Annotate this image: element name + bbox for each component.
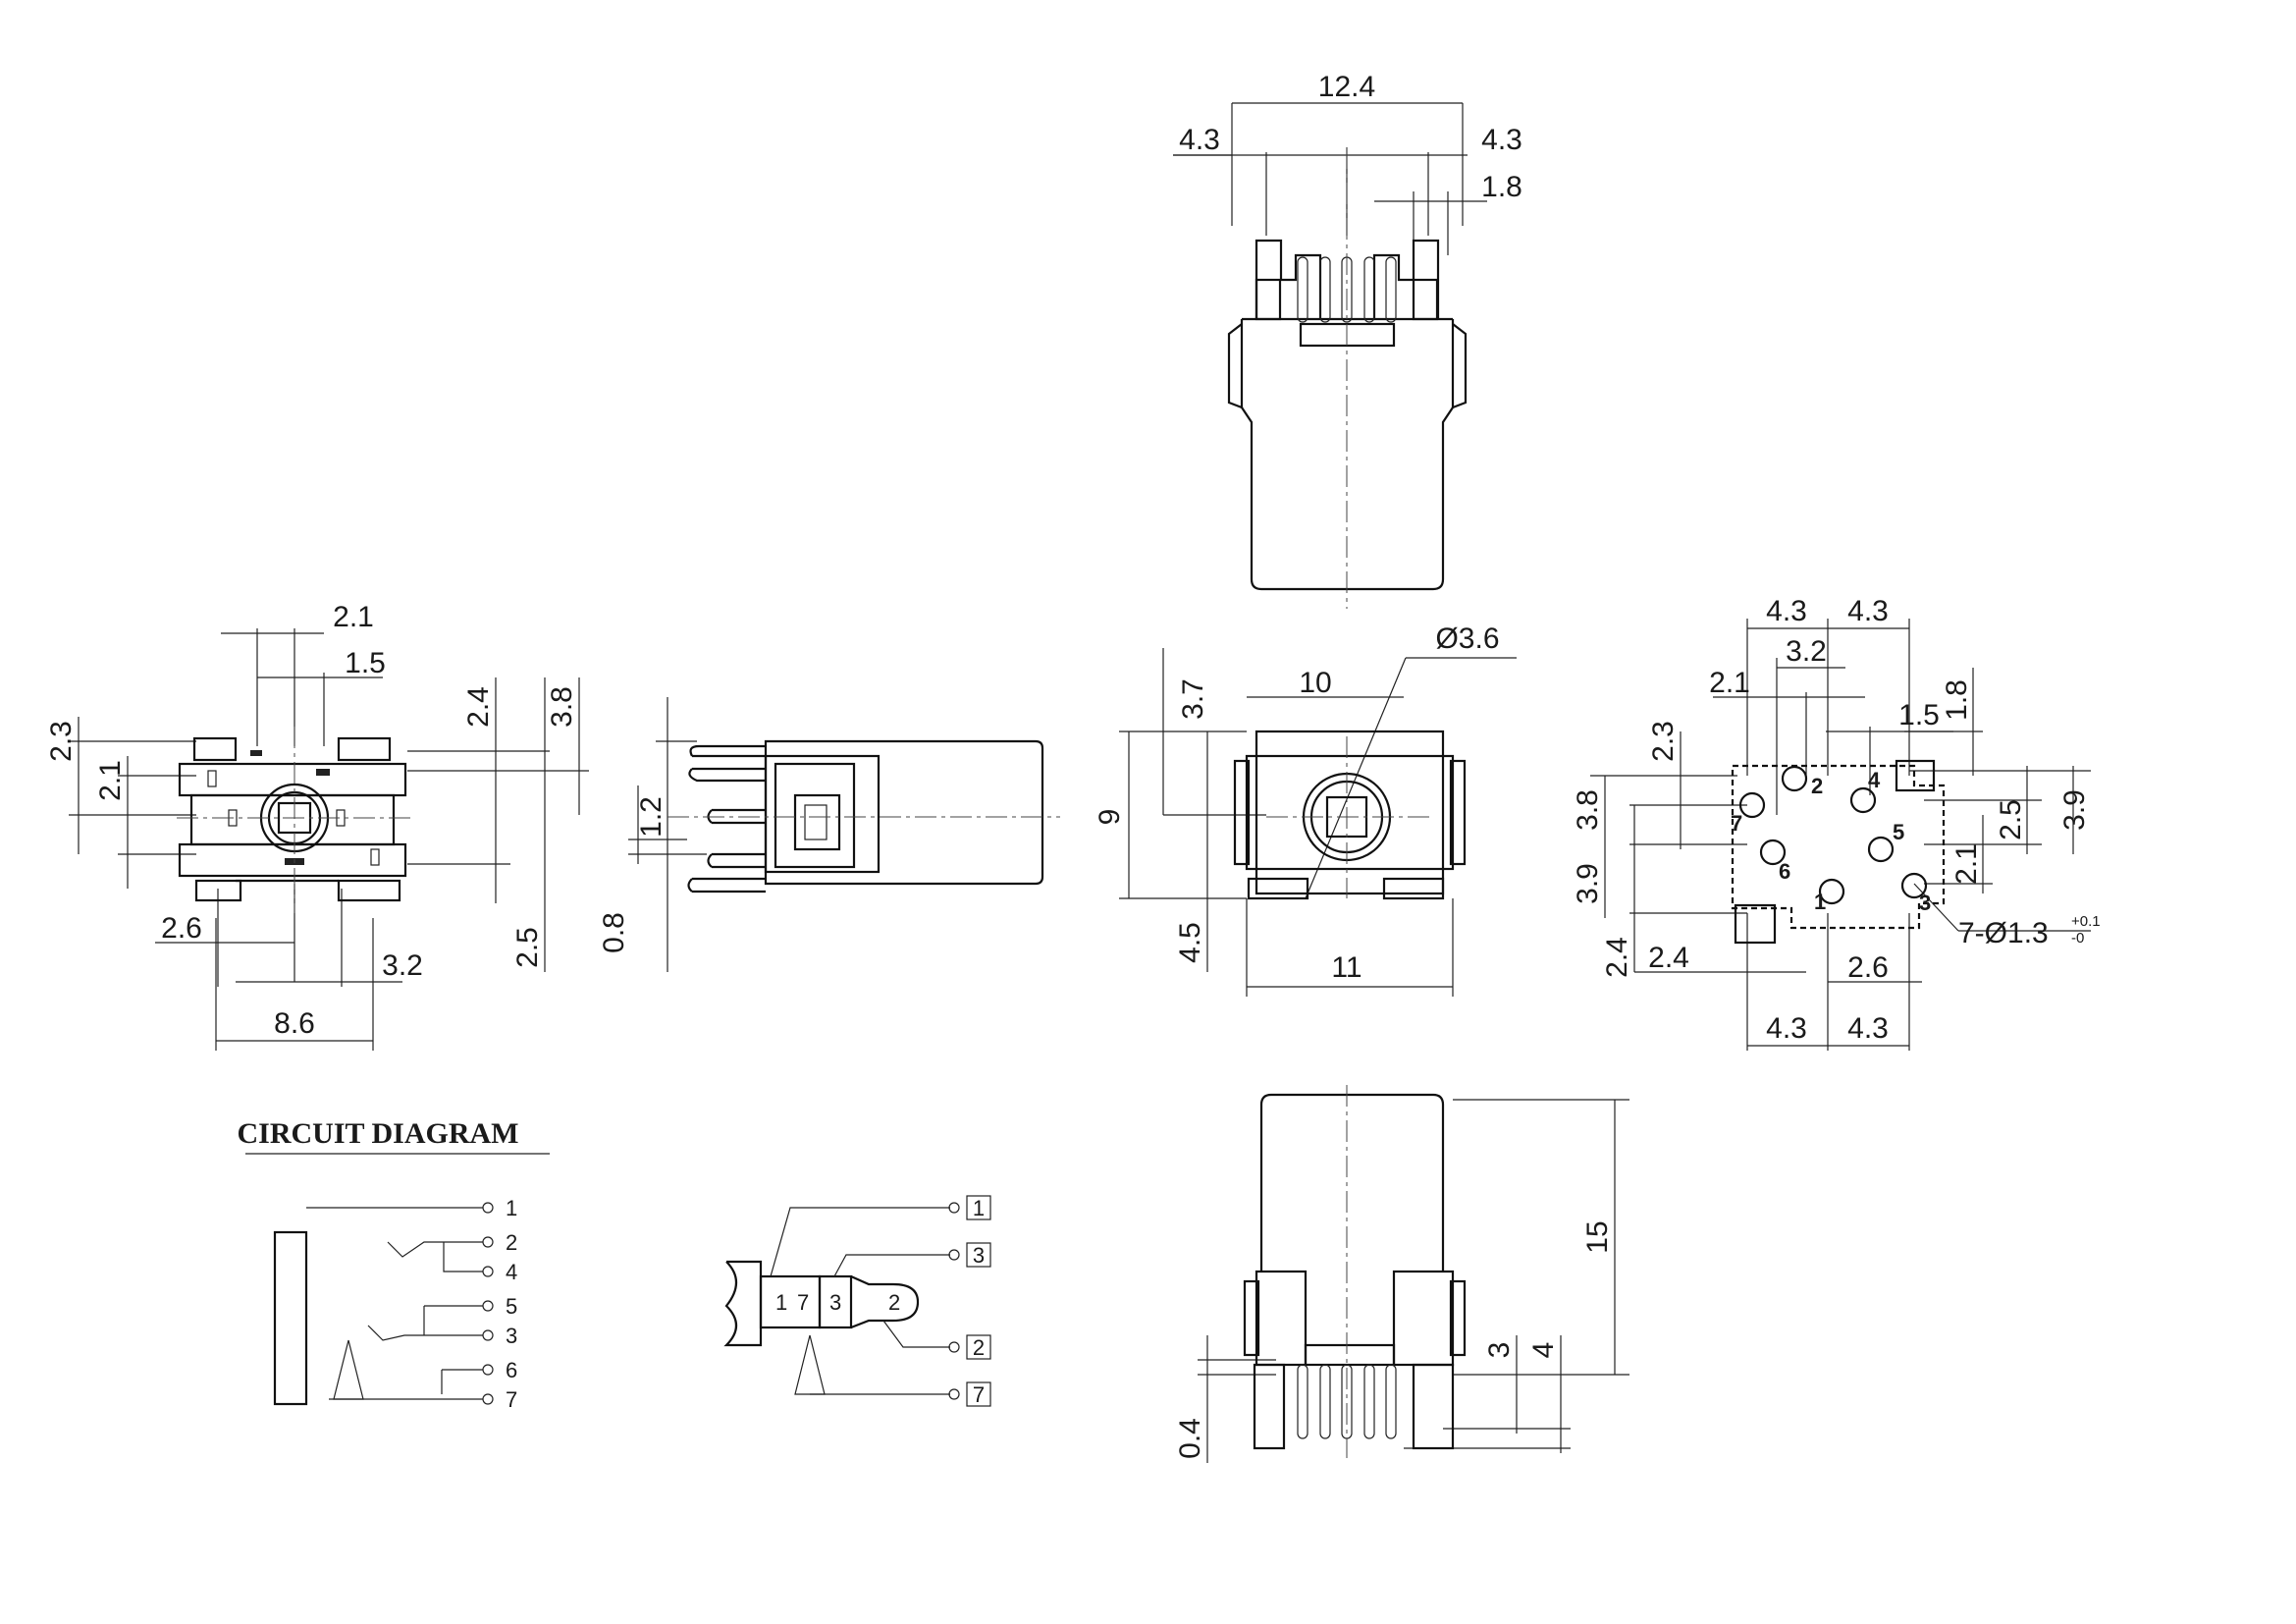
schem-pin-5: 5 — [506, 1294, 517, 1319]
circuit-title: CIRCUIT DIAGRAM — [238, 1117, 519, 1150]
dim-outer-width: 11 — [1331, 951, 1362, 984]
dim-bottom-right: 3.2 — [382, 949, 423, 982]
dim-pin-pitch: 1.8 — [1481, 171, 1522, 203]
pin-4-label: 4 — [1868, 768, 1881, 792]
dim-top-mid: 3.2 — [1786, 635, 1827, 668]
dim-height: 9 — [1094, 809, 1126, 826]
pin-3-label: 3 — [1919, 891, 1931, 915]
dim-bot-left: 4.3 — [1766, 1012, 1807, 1045]
dim-right-x: 1.5 — [1898, 699, 1940, 731]
plug-term-3: 3 — [973, 1243, 985, 1268]
dim-top-right: 4.3 — [1847, 595, 1889, 627]
top-view: 12.4 4.3 4.3 1.8 — [1173, 71, 1522, 609]
rear-view: 10 Ø3.6 9 3.7 4.5 11 — [1094, 623, 1517, 997]
dim-v23: 2.3 — [1647, 721, 1680, 762]
dim-left-offset: 4.3 — [1179, 124, 1220, 156]
dim-r39: 3.9 — [2058, 789, 2091, 831]
dim-v39: 3.9 — [1572, 863, 1604, 904]
plug-seg-2: 2 — [888, 1290, 900, 1315]
schem-pin-2: 2 — [506, 1230, 517, 1255]
dim-top-h: 3.7 — [1177, 678, 1209, 720]
dim-top-sub: 1.5 — [345, 647, 386, 679]
dim-pin-len: 3 — [1483, 1342, 1516, 1359]
front-view: 2.1 1.5 2.3 2.1 2.4 3.8 2.5 2.6 3.2 8.6 — [45, 601, 589, 1051]
dim-hole-dia: Ø3.6 — [1435, 623, 1499, 655]
dim-right-h2: 3.8 — [546, 686, 578, 728]
dim-v24: 2.4 — [1601, 937, 1633, 978]
pin-6-label: 6 — [1779, 859, 1790, 884]
dim-bottom-h: 4.5 — [1174, 922, 1206, 963]
dim-length: 15 — [1581, 1220, 1614, 1253]
hole-note: 7-Ø1.3 — [1958, 917, 2049, 949]
schem-pin-7: 7 — [506, 1387, 517, 1412]
circuit-diagram: CIRCUIT DIAGRAM 1 2 4 5 3 6 7 1 7 3 — [238, 1117, 991, 1412]
dim-bottom-left: 2.6 — [161, 912, 202, 945]
dim-right-h3: 2.5 — [511, 927, 544, 968]
dim-left-h2: 2.1 — [94, 760, 127, 801]
dim-right-v: 1.8 — [1941, 679, 1973, 721]
dim-right-offset: 4.3 — [1481, 124, 1522, 156]
schem-pin-1: 1 — [506, 1196, 517, 1220]
dim-top-width: 2.1 — [333, 601, 374, 633]
tol-lower: -0 — [2071, 930, 2084, 947]
dim-bottom-width: 8.6 — [274, 1007, 315, 1040]
dim-r25: 2.5 — [1995, 799, 2027, 840]
dim-top-left: 4.3 — [1766, 595, 1807, 627]
tol-upper: +0.1 — [2071, 913, 2101, 930]
dim-h26: 2.6 — [1847, 951, 1889, 984]
dim-bot-right: 4.3 — [1847, 1012, 1889, 1045]
bottom-view: 15 3 4 0.4 — [1174, 1085, 1629, 1463]
pin-1-label: 1 — [1814, 890, 1826, 914]
dim-h24: 2.4 — [1648, 942, 1689, 974]
dim-pin-gap: 1.2 — [635, 796, 667, 838]
dim-right-h1: 2.4 — [462, 686, 495, 728]
pin-7-label: 7 — [1731, 811, 1742, 836]
plug-term-2: 2 — [973, 1335, 985, 1360]
dim-offset: 0.4 — [1174, 1418, 1206, 1459]
pin-5-label: 5 — [1893, 820, 1904, 844]
dim-pin-thickness: 0.8 — [598, 912, 630, 953]
side-view: 1.2 0.8 — [598, 697, 1060, 972]
plug-seg-3: 3 — [829, 1290, 841, 1315]
schem-pin-3: 3 — [506, 1324, 517, 1348]
plug-seg-1: 1 — [775, 1290, 787, 1315]
pcb-layout: 4.3 4.3 3.2 2.1 1.5 1.8 2.3 3.8 3.9 2.4 … — [1572, 595, 2101, 1051]
plug-term-7: 7 — [973, 1382, 985, 1407]
dim-r21: 2.1 — [1950, 843, 1983, 885]
plug-term-1: 1 — [973, 1196, 985, 1220]
schem-pin-6: 6 — [506, 1358, 517, 1382]
dim-v38: 3.8 — [1572, 789, 1604, 831]
dim-pin-total: 4 — [1527, 1342, 1560, 1359]
dim-left-x: 2.1 — [1709, 667, 1750, 699]
dim-overall-width: 12.4 — [1318, 71, 1375, 103]
dim-left-h1: 2.3 — [45, 721, 78, 762]
schem-pin-4: 4 — [506, 1260, 517, 1284]
pin-2-label: 2 — [1811, 774, 1823, 798]
plug-seg-7: 7 — [797, 1290, 809, 1315]
dim-inner-width: 10 — [1299, 667, 1331, 699]
